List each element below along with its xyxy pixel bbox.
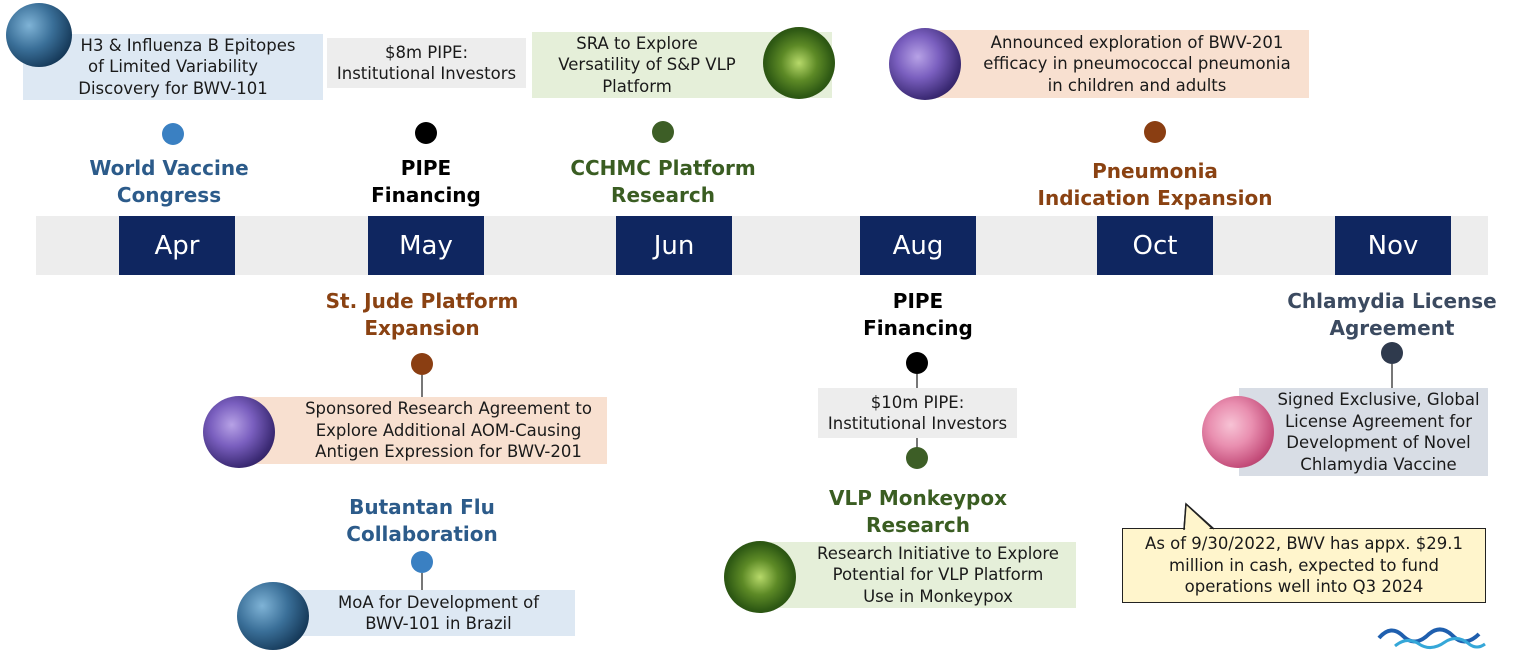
cchmc-title: CCHMC Platform Research: [570, 156, 756, 207]
bacteria-icon: [889, 28, 961, 100]
butantan-desc: MoA for Development of BWV-101 in Brazil: [272, 590, 575, 636]
world-vaccine-title: World Vaccine Congress: [89, 156, 249, 207]
month-aug: Aug: [860, 216, 976, 275]
callout-pointer-cover: [1183, 503, 1215, 532]
month-oct: Oct: [1097, 216, 1213, 275]
world-vaccine-desc: H3 & Influenza B Epitopes of Limited Var…: [23, 34, 323, 100]
pipe-aug-title: PIPE Financing: [863, 289, 973, 340]
pipe-may-title: PIPE Financing: [371, 156, 481, 207]
monkeypox-connector: [916, 438, 918, 448]
bacteria-icon: [203, 396, 275, 468]
chlamydia-desc: Signed Exclusive, Global License Agreeme…: [1239, 388, 1488, 476]
pneumonia-dot: [1144, 121, 1166, 143]
butantan-connector: [421, 573, 423, 591]
month-may: May: [368, 216, 484, 275]
cash-callout-text: As of 9/30/2022, BWV has appx. $29.1 mil…: [1145, 534, 1463, 597]
cash-callout: As of 9/30/2022, BWV has appx. $29.1 mil…: [1122, 528, 1486, 603]
virus-icon: [763, 27, 835, 99]
timeline-band: [36, 216, 1488, 275]
monkeypox-dot: [906, 447, 928, 469]
company-logo: [1377, 627, 1486, 649]
st-jude-connector: [421, 375, 423, 397]
chlamydia-connector: [1391, 364, 1393, 388]
month-apr: Apr: [119, 216, 235, 275]
st-jude-dot: [411, 353, 433, 375]
virus-icon: [237, 582, 309, 650]
butantan-title: Butantan Flu Collaboration: [346, 495, 498, 546]
chlamydia-title: Chlamydia License Agreement: [1287, 289, 1497, 340]
st-jude-title: St. Jude Platform Expansion: [325, 289, 519, 340]
st-jude-desc: Sponsored Research Agreement to Explore …: [240, 397, 607, 464]
pipe-aug-desc: $10m PIPE: Institutional Investors: [818, 388, 1017, 438]
world-vaccine-dot: [162, 123, 184, 145]
virus-icon: [724, 541, 796, 613]
virus-icon: [6, 3, 72, 67]
pipe-may-dot: [415, 122, 437, 144]
month-jun: Jun: [616, 216, 732, 275]
cchmc-dot: [652, 121, 674, 143]
pipe-aug-connector: [916, 374, 918, 388]
chlamydia-dot: [1381, 342, 1403, 364]
monkeypox-desc: Research Initiative to Explore Potential…: [760, 542, 1076, 608]
month-nov: Nov: [1335, 216, 1451, 275]
butantan-dot: [411, 551, 433, 573]
pneumonia-desc: Announced exploration of BWV-201 efficac…: [925, 30, 1309, 98]
pneumonia-title: Pneumonia Indication Expansion: [1037, 159, 1273, 210]
monkeypox-title: VLP Monkeypox Research: [828, 486, 1008, 537]
pipe-may-desc: $8m PIPE: Institutional Investors: [327, 38, 526, 88]
pipe-aug-dot: [906, 352, 928, 374]
chlamydia-icon: [1202, 396, 1274, 468]
